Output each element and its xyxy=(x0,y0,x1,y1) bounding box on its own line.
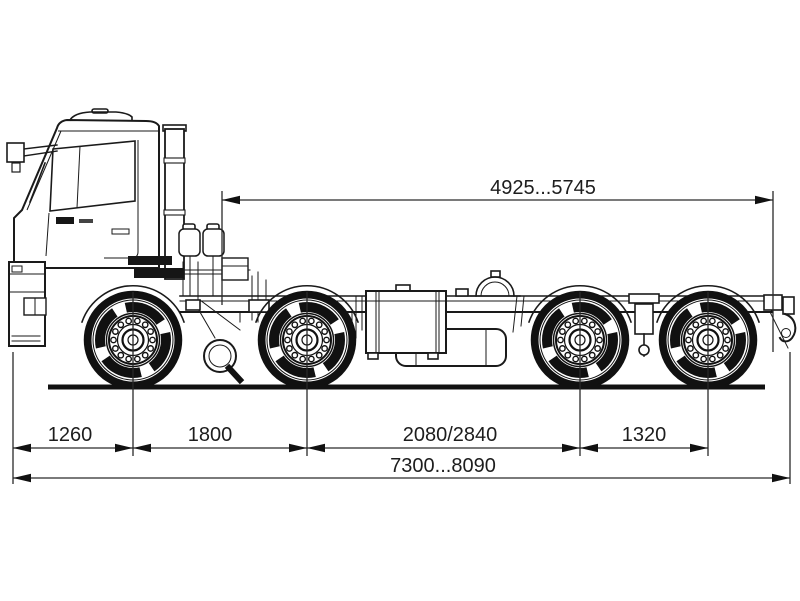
rear-bogie-suspension xyxy=(628,293,660,357)
arrowhead xyxy=(755,195,773,205)
door-front-seam xyxy=(45,212,50,257)
truck-cab xyxy=(6,108,184,347)
dim-label-overall-length: 7300...8090 xyxy=(390,455,496,477)
roof-marker-lamp xyxy=(91,108,109,114)
side-mirror xyxy=(6,142,58,173)
cab-badge xyxy=(56,217,74,224)
entry-step-upper xyxy=(128,256,172,265)
door-window xyxy=(49,140,136,212)
cab-silhouette xyxy=(13,118,160,269)
extension-lines xyxy=(12,191,791,484)
entry-step-lower xyxy=(134,268,184,278)
window-divider xyxy=(76,145,81,209)
dim-label-rear-span: 4925...5745 xyxy=(490,177,596,199)
dimension-rear-span: 4925...5745 xyxy=(222,177,773,205)
chassis-equipment-detail xyxy=(162,124,270,385)
dim-label-front-overhang: 1260 xyxy=(48,424,93,446)
cab-trim-mark xyxy=(79,219,93,223)
dim-label-axle2-axle3: 2080/2840 xyxy=(403,424,498,446)
door-handle xyxy=(111,228,130,235)
wheel-fenders xyxy=(80,284,761,324)
dim-label-axle1-axle2: 1800 xyxy=(188,424,233,446)
arrowhead xyxy=(222,195,240,205)
rear-hitch xyxy=(763,294,797,349)
battery-box xyxy=(365,284,447,360)
truck-drawing xyxy=(6,108,797,388)
dimension-layer: 4925...5745 1260 1800 2080/2840 1320 730… xyxy=(12,177,791,484)
wiper-blade xyxy=(28,161,47,204)
roof-fairing xyxy=(68,111,133,122)
dim-label-axle3-axle4: 1320 xyxy=(622,424,667,446)
dimension-overall-length: 7300...8090 xyxy=(13,455,790,483)
front-bumper xyxy=(8,261,47,347)
dimension-axle-row: 1260 1800 2080/2840 1320 xyxy=(13,424,708,453)
